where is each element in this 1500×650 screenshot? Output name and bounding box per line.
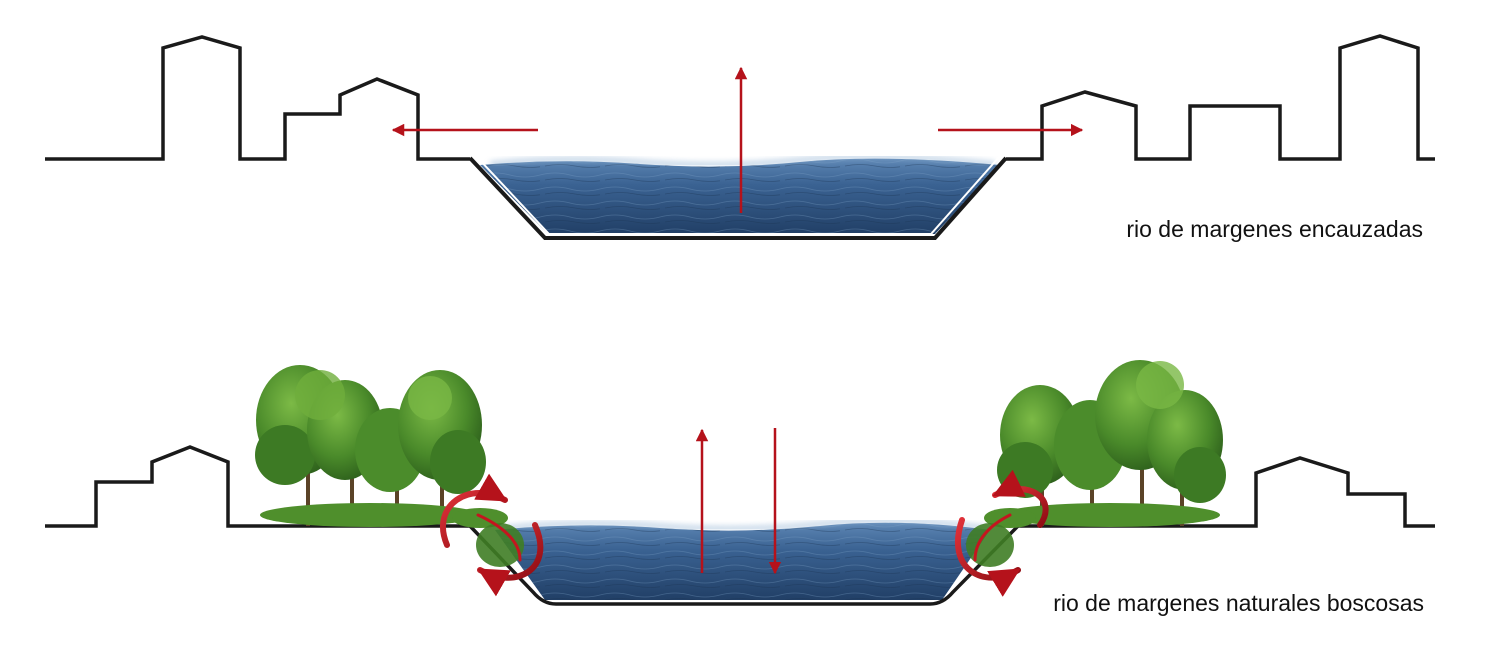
caption-natural: rio de margenes naturales boscosas <box>1053 590 1424 616</box>
channel-wall-top <box>468 156 1008 240</box>
caption-channelized: rio de margenes encauzadas <box>1126 216 1423 242</box>
tree-group-right <box>984 360 1226 528</box>
natural-section <box>45 360 1435 606</box>
swirl-arrows-right <box>954 469 1049 597</box>
bank-vegetation-right <box>966 523 1014 567</box>
tree-group-left <box>255 365 508 528</box>
skyline-left-top <box>45 35 470 161</box>
swirl-arrows-left <box>439 473 544 597</box>
skyline-right-top <box>1006 34 1435 161</box>
bank-vegetation-left <box>476 523 524 567</box>
skyline-left-bottom <box>45 445 470 528</box>
channelized-section <box>45 34 1435 240</box>
skyline-right-bottom <box>1018 456 1435 528</box>
riverbed-bottom <box>468 524 1020 606</box>
water-body-bottom <box>495 518 990 600</box>
